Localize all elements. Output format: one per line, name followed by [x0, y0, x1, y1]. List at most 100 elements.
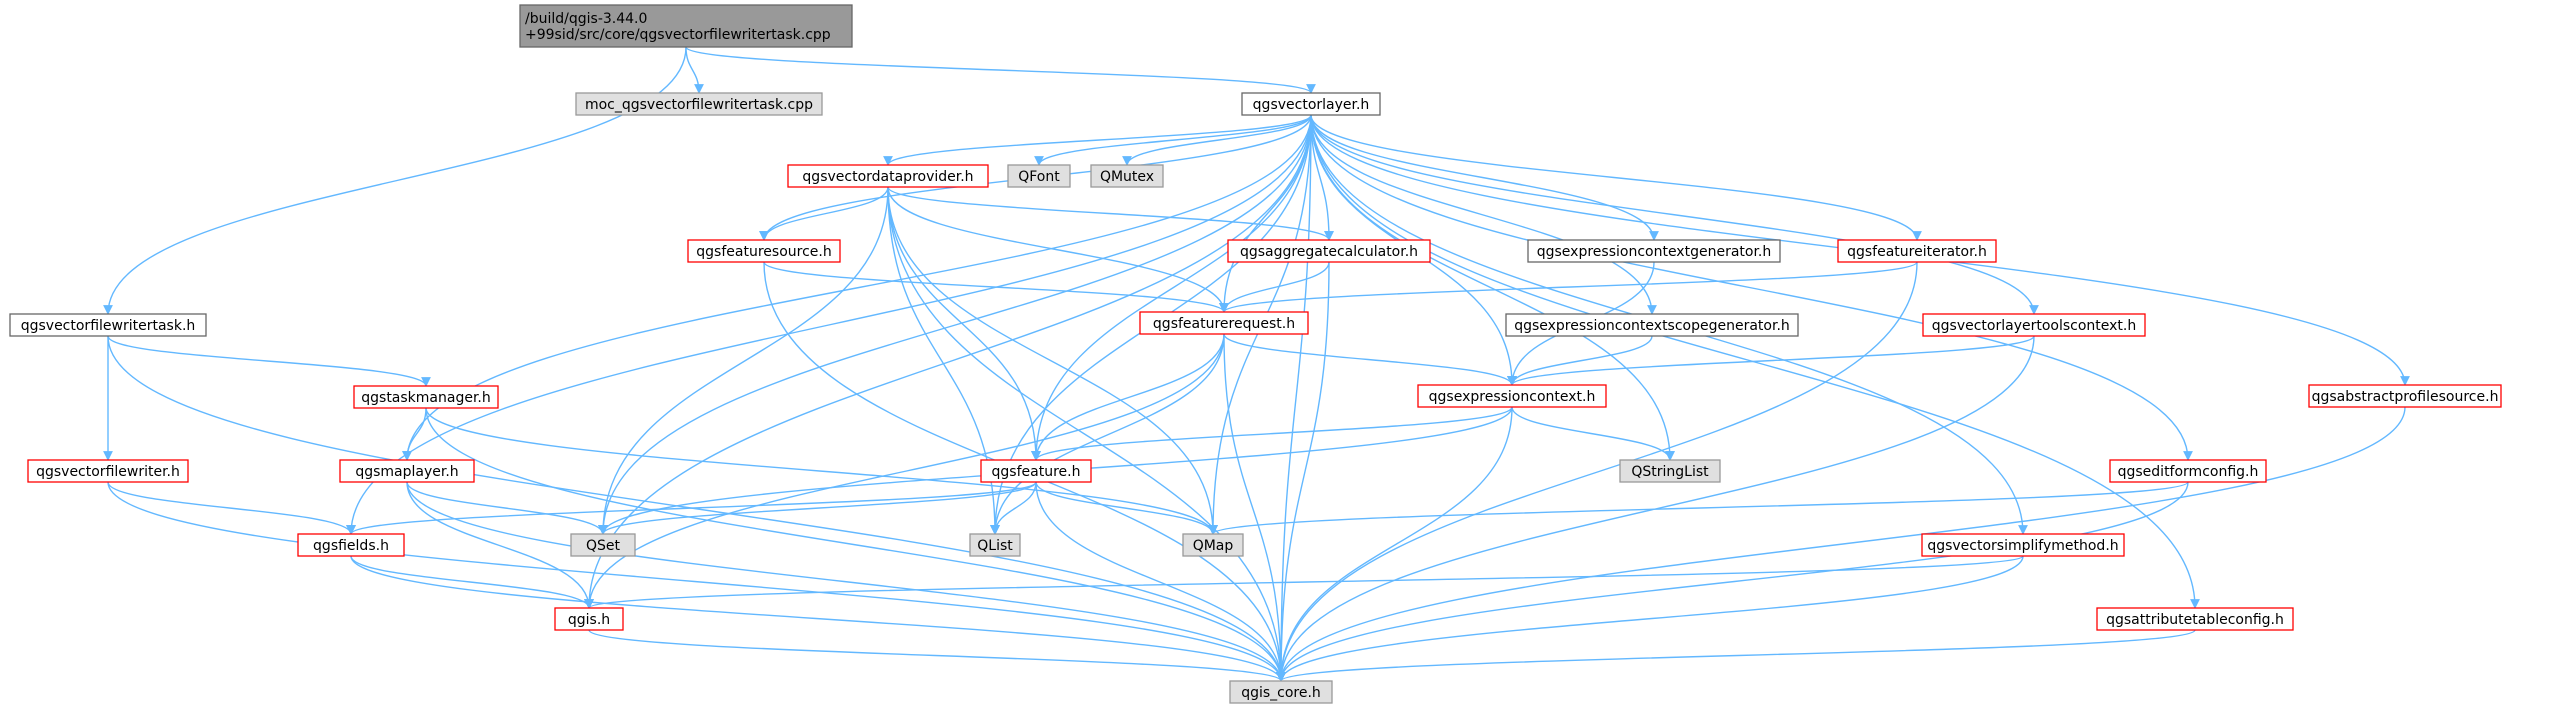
edge-freq-to-expctx [1223, 333, 1517, 386]
edge-vfw-to-fields [107, 481, 356, 535]
dependency-edge [887, 186, 1218, 535]
node-label: qgsvectorlayer.h [1253, 97, 1370, 113]
node-vsm[interactable]: qgsvectorsimplifymethod.h [1921, 533, 2125, 557]
edge-vltc-to-expctx [1507, 335, 2035, 386]
node-expctx[interactable]: qgsexpressioncontext.h [1417, 384, 1607, 408]
edge-feature-to-fields [346, 481, 1037, 535]
edge-vectorlayer-to-qset [598, 114, 1312, 535]
node-box [297, 533, 405, 557]
dependency-edge [1122, 114, 1312, 166]
dependency-edge [1219, 261, 1330, 313]
node-atc[interactable]: qgsattributetableconfig.h [2096, 607, 2294, 631]
node-label: QStringList [1631, 464, 1709, 480]
dependency-edge [1310, 114, 2039, 315]
dependency-edge [1310, 114, 2193, 461]
node-qfont: QFont [1007, 164, 1071, 188]
dependency-edge [1276, 481, 2189, 682]
edge-fiter-to-core [1276, 261, 1918, 682]
edge-taskmgr-to-core [425, 407, 1286, 682]
node-qgis[interactable]: qgis.h [554, 607, 624, 631]
edge-vdp-to-qset [598, 186, 889, 535]
edge-feature-to-qset [598, 481, 1037, 535]
node-label: QFont [1018, 169, 1060, 185]
edge-vectorlayer-to-ecgen [1310, 114, 1659, 241]
edge-taskmgr-to-maplayer [402, 407, 427, 461]
edge-fields-to-qgis [350, 555, 594, 609]
edge-vectorlayer-to-ecsgen [1310, 114, 1657, 315]
dependency-edge [107, 481, 356, 535]
dependency-edge [990, 333, 1225, 535]
edge-vectorlayer-to-efc [1310, 114, 2193, 461]
node-feature[interactable]: qgsfeature.h [980, 459, 1092, 483]
node-box [2109, 459, 2267, 483]
node-maplayer[interactable]: qgsmaplayer.h [339, 459, 475, 483]
node-label: qgsattributetableconfig.h [2106, 612, 2284, 628]
node-box [575, 92, 823, 116]
node-vltc[interactable]: qgsvectorlayertoolscontext.h [1922, 313, 2146, 337]
node-ecsgen[interactable]: qgsexpressioncontextscopegenerator.h [1505, 313, 1799, 337]
node-vfwtask[interactable]: qgsvectorfilewritertask.h [9, 313, 207, 337]
edge-vdp-to-qmap [887, 186, 1218, 535]
dependency-edge [1276, 406, 2406, 682]
dependency-edge [406, 481, 594, 609]
edge-aggcalc-to-freq [1219, 261, 1330, 313]
node-box [1921, 533, 2125, 557]
dependency-edge [107, 481, 1286, 682]
node-box [2096, 607, 2294, 631]
edge-vdp-to-core [887, 186, 1286, 682]
dependency-edge [598, 481, 1037, 535]
dependency-edge [425, 407, 1218, 535]
node-freq[interactable]: qgsfeaturerequest.h [1139, 311, 1309, 335]
edge-expctx-to-feature [1031, 406, 1513, 461]
node-label: /build/qgis-3.44.0 [525, 11, 647, 27]
node-fields[interactable]: qgsfields.h [297, 533, 405, 557]
node-efc[interactable]: qgseditformconfig.h [2109, 459, 2267, 483]
node-taskmgr[interactable]: qgstaskmanager.h [353, 385, 499, 409]
dependency-edge [1310, 114, 1657, 315]
node-box [1182, 533, 1244, 557]
node-ecgen[interactable]: qgsexpressioncontextgenerator.h [1527, 239, 1781, 263]
dependency-edge [887, 186, 1334, 241]
node-label: qgsvectorlayertoolscontext.h [1932, 318, 2137, 334]
edge-atc-to-core [1276, 629, 2196, 682]
node-box [687, 239, 841, 263]
node-aps[interactable]: qgsabstractprofilesource.h [2308, 384, 2502, 408]
edge-maplayer-to-qgis [406, 481, 594, 609]
node-aggcalc[interactable]: qgsaggregatecalculator.h [1227, 239, 1431, 263]
node-qlist: QList [969, 533, 1021, 557]
node-label: qgsaggregatecalculator.h [1240, 244, 1418, 260]
dependency-edge [350, 555, 594, 609]
edge-freq-to-feature [1031, 333, 1225, 461]
edge-efc-to-qmap [1208, 481, 2189, 535]
node-label: qgsvectorfilewritertask.h [21, 318, 196, 334]
edge-efc-to-core [1276, 481, 2189, 682]
node-label: qgsfields.h [313, 538, 389, 554]
node-label: qgseditformconfig.h [2118, 464, 2259, 480]
edge-vdp-to-aggcalc [887, 186, 1334, 241]
dependency-edge [1507, 335, 1653, 386]
dependency-edge [1310, 114, 1922, 241]
file-nodes: /build/qgis-3.44.0+99sid/src/core/qgsvec… [9, 4, 2502, 704]
node-box [1090, 164, 1164, 188]
edge-aps-to-core [1276, 406, 2406, 682]
edge-vectorlayer-to-vltc [1310, 114, 2039, 315]
dependency-edge [103, 46, 687, 315]
node-fsource[interactable]: qgsfeaturesource.h [687, 239, 841, 263]
node-label: qgis.h [568, 612, 610, 628]
node-vectorlayer[interactable]: qgsvectorlayer.h [1241, 92, 1381, 116]
node-label: QMutex [1100, 169, 1154, 185]
node-label: +99sid/src/core/qgsvectorfilewritertask.… [525, 27, 831, 43]
node-vfw[interactable]: qgsvectorfilewriter.h [27, 459, 189, 483]
node-label: qgsfeatureiterator.h [1847, 244, 1987, 260]
edge-vectorlayer-to-qgis [584, 114, 1312, 609]
dependency-edge [685, 46, 704, 94]
dependency-edge [1223, 333, 1517, 386]
node-box [353, 385, 499, 409]
node-root: /build/qgis-3.44.0+99sid/src/core/qgsvec… [519, 4, 853, 48]
edge-freq-to-qlist [990, 333, 1225, 535]
node-label: qgsexpressioncontextgenerator.h [1537, 244, 1772, 260]
node-vdp[interactable]: qgsvectordataprovider.h [787, 164, 989, 188]
edge-fiter-to-freq [1219, 261, 1918, 313]
node-fiter[interactable]: qgsfeatureiterator.h [1837, 239, 1997, 263]
edge-fsource-to-freq [763, 261, 1229, 313]
